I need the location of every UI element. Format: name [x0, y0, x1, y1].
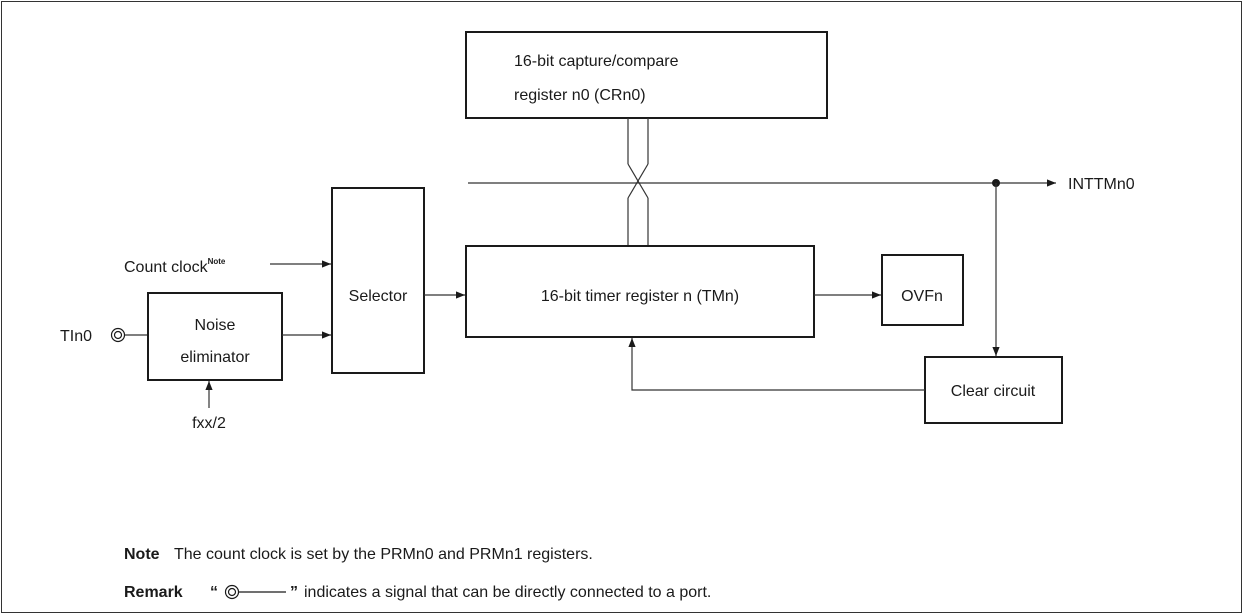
- count-clock-label: Count clockNote: [124, 257, 226, 276]
- tin-label: TIn0: [60, 328, 92, 345]
- capture-register-label-line2: register n0 (CRn0): [514, 87, 646, 104]
- clear-circuit-label: Clear circuit: [951, 383, 1036, 400]
- interrupt-line: INTTMn0: [468, 176, 1135, 193]
- capture-compare-register-block: 16-bit capture/compare register n0 (CRn0…: [465, 31, 828, 119]
- noise-eliminator-label-line1: Noise: [195, 317, 236, 334]
- noise-eliminator-label-line2: eliminator: [180, 349, 250, 366]
- count-clock-input: Count clockNote: [124, 257, 331, 276]
- remark-port-symbol-icon: [224, 584, 286, 600]
- ovf-block: OVFn: [881, 254, 964, 326]
- capture-register-label-line1: 16-bit capture/compare: [514, 53, 679, 70]
- timer-register-block: 16-bit timer register n (TMn): [465, 245, 881, 338]
- note-key: Note: [124, 546, 160, 563]
- noise-eliminator-block: Noise eliminator fxx/2: [147, 292, 331, 432]
- timer-register-label: 16-bit timer register n (TMn): [541, 288, 739, 305]
- selector-block: Selector: [331, 187, 465, 374]
- note-text: The count clock is set by the PRMn0 and …: [174, 546, 593, 563]
- ovf-label: OVFn: [901, 288, 943, 305]
- remark-key: Remark: [124, 584, 183, 601]
- remark-text: indicates a signal that can be directly …: [304, 584, 712, 601]
- remark-open-quote: “: [210, 584, 218, 601]
- data-bus: [627, 118, 649, 246]
- inttm-label: INTTMn0: [1068, 176, 1135, 193]
- remark-close-quote: ”: [290, 584, 298, 601]
- clear-circuit-block: Clear circuit: [628, 183, 1063, 424]
- selector-label: Selector: [349, 288, 408, 305]
- fxx-label: fxx/2: [192, 415, 226, 432]
- port-symbol-icon: [110, 327, 126, 343]
- tin-input: TIn0: [60, 327, 148, 345]
